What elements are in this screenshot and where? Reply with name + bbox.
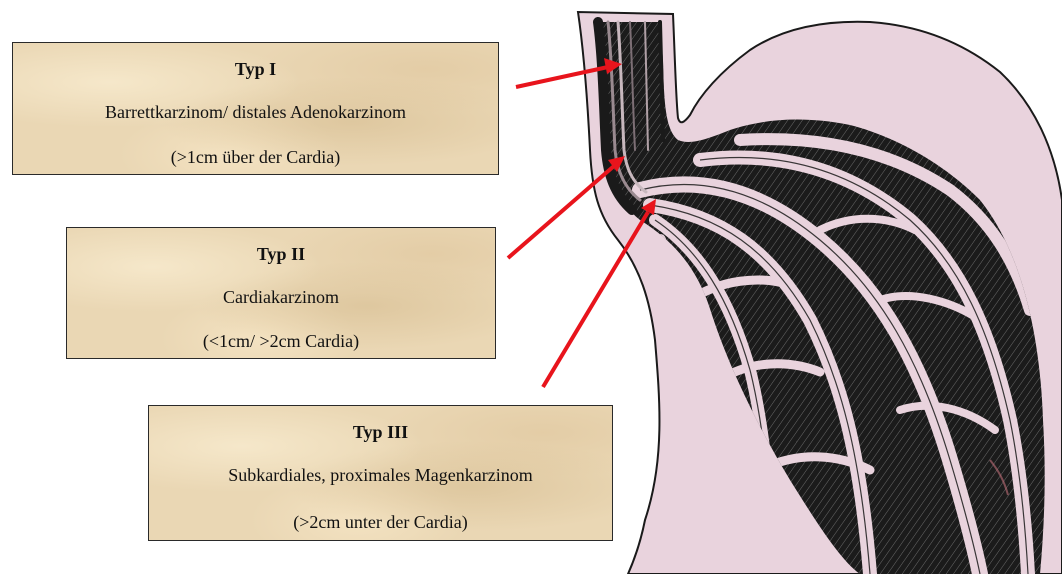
box-range: (<1cm/ >2cm Cardia): [67, 332, 495, 350]
box-description: Cardiakarzinom: [67, 288, 495, 306]
box-title: Typ II: [67, 245, 495, 263]
label-box-typ-1: Typ I Barrettkarzinom/ distales Adenokar…: [12, 42, 499, 175]
box-range: (>2cm unter der Cardia): [149, 513, 612, 531]
box-title: Typ I: [13, 60, 498, 78]
label-box-typ-3: Typ III Subkardiales, proximales Magenka…: [148, 405, 613, 541]
label-box-typ-2: Typ II Cardiakarzinom (<1cm/ >2cm Cardia…: [66, 227, 496, 359]
box-description: Barrettkarzinom/ distales Adenokarzinom: [13, 103, 498, 121]
box-title: Typ III: [149, 423, 612, 441]
box-range: (>1cm über der Cardia): [13, 148, 498, 166]
box-description: Subkardiales, proximales Magenkarzinom: [149, 466, 612, 484]
